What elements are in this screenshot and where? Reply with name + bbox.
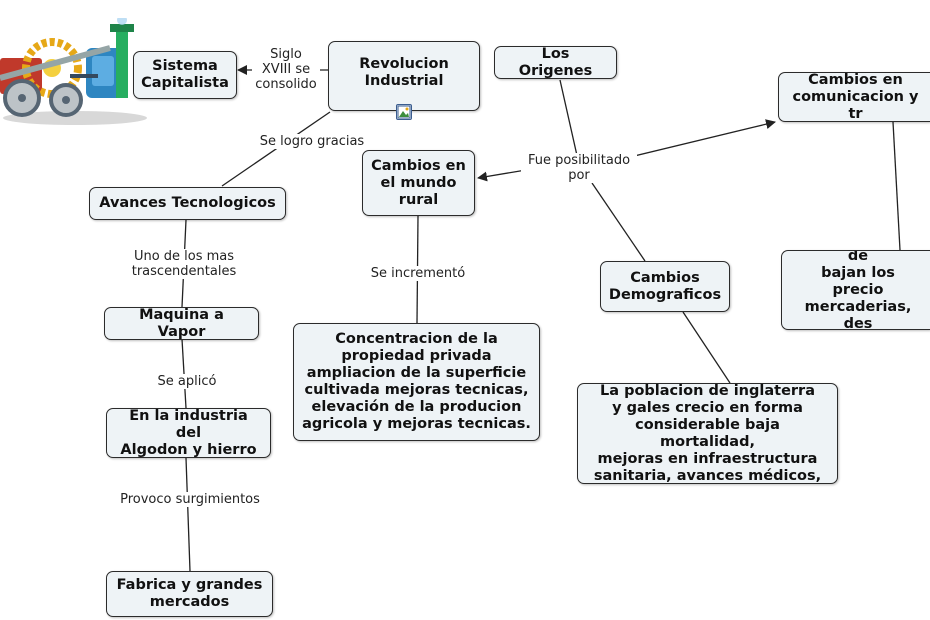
label-se-incremento: Se incrementó: [364, 266, 472, 281]
node-fabrica[interactable]: Fabrica y grandes mercados: [106, 571, 273, 617]
link-revolucion-avances: [221, 111, 331, 187]
node-vasto-sistema[interactable]: Vasto sistema de bajan los precio mercad…: [781, 250, 930, 330]
link-posibilitado-rural: [477, 169, 527, 182]
link-maquina-industria: [181, 338, 187, 409]
node-industria-algodon[interactable]: En la industria del Algodon y hierro: [106, 408, 271, 458]
node-avances-tecnologicos[interactable]: Avances Tecnologicos: [89, 187, 286, 220]
node-poblacion[interactable]: La poblacion de inglaterra y gales creci…: [577, 383, 838, 484]
label-se-aplico: Se aplicó: [148, 374, 226, 389]
label-se-logro: Se logro gracias: [254, 134, 370, 149]
link-origenes-posibilitado: [559, 79, 579, 161]
node-concentracion[interactable]: Concentracion de la propiedad privada am…: [293, 323, 540, 441]
link-comunicacion-vasto: [892, 121, 901, 251]
link-posibilitado-comunicacion: [629, 119, 776, 158]
label-fue-posibilitado: Fue posibilitado por: [521, 153, 637, 183]
link-industria-fabrica: [185, 457, 191, 572]
label-siglo-xviii: Siglo XVIII se consolido: [252, 47, 320, 92]
node-revolucion-industrial[interactable]: Revolucion Industrial: [328, 41, 480, 111]
label-uno-de-los-mas: Uno de los mas trascendentales: [126, 249, 242, 279]
label-provoco: Provoco surgimientos: [112, 492, 268, 507]
node-los-origenes[interactable]: Los Origenes: [494, 46, 617, 79]
node-cambios-mundo-rural[interactable]: Cambios en el mundo rural: [362, 150, 475, 216]
node-cambios-demograficos[interactable]: Cambios Demograficos: [600, 261, 730, 312]
steam-engine-illustration: [0, 18, 147, 125]
node-cambios-comunicacion[interactable]: Cambios en comunicacion y tr: [778, 72, 930, 122]
node-sistema-capitalista[interactable]: Sistema Capitalista: [133, 51, 237, 99]
link-demograficos-poblacion: [682, 311, 731, 384]
link-posibilitado-demograficos: [591, 182, 646, 262]
image-attachment-icon[interactable]: [396, 104, 412, 120]
node-maquina-vapor[interactable]: Maquina a Vapor: [104, 307, 259, 340]
